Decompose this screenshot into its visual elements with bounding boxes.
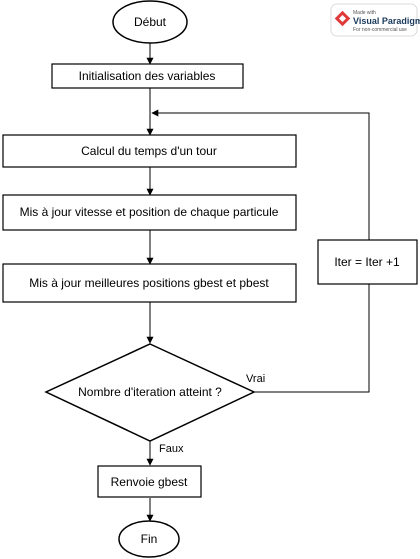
node-iter: Iter = Iter +1 (317, 239, 418, 285)
node-start-label: Début (134, 15, 167, 29)
edge-decision-iter (254, 254, 373, 393)
node-return-label: Renvoie gbest (111, 475, 188, 489)
node-update-velocity: Mis à jour vitesse et position de chaque… (2, 194, 297, 231)
node-init-label: Initialisation des variables (79, 69, 216, 83)
edge-label-yes: Vrai (246, 373, 265, 385)
watermark-line3: For non-commercial use (353, 27, 407, 33)
node-start: Début (112, 0, 188, 44)
node-decision-label: Nombre d'iteration atteint ? (78, 385, 222, 399)
node-update-best: Mis à jour meilleures positions gbest et… (2, 263, 297, 303)
edge-iter-loop (151, 109, 370, 240)
node-end: Fin (118, 520, 180, 558)
node-init: Initialisation des variables (51, 63, 244, 89)
edges (146, 42, 373, 522)
watermark-line1: Made with (353, 10, 376, 16)
node-end-label: Fin (141, 532, 158, 546)
node-decision: Nombre d'iteration atteint ? (44, 343, 256, 442)
node-return: Renvoie gbest (97, 465, 202, 498)
node-update-best-label: Mis à jour meilleures positions gbest et… (29, 276, 269, 290)
visual-paradigm-watermark: Made with Visual Paradigm For non-commer… (330, 3, 420, 37)
node-update-velocity-label: Mis à jour vitesse et position de chaque… (20, 205, 279, 219)
node-calc: Calcul du temps d'un tour (2, 134, 297, 168)
edge-label-no: Faux (159, 443, 184, 455)
watermark-brand: Visual Paradigm (353, 16, 420, 26)
node-calc-label: Calcul du temps d'un tour (81, 144, 217, 158)
node-iter-label: Iter = Iter +1 (334, 255, 400, 269)
